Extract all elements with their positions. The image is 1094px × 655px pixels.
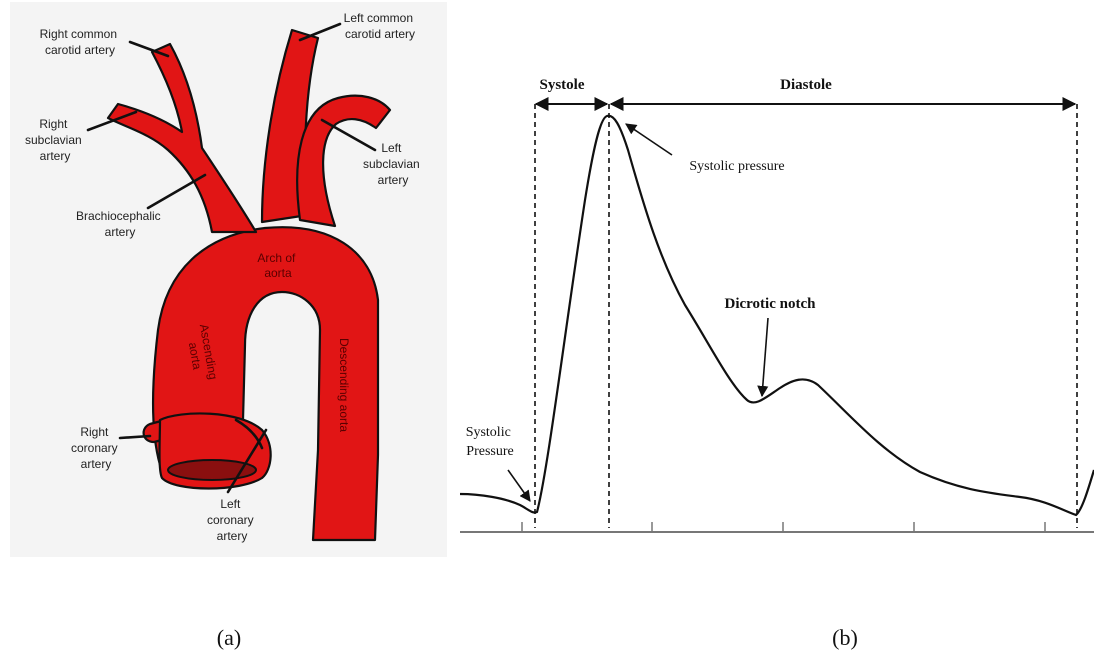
callout-dicrotic-notch xyxy=(762,318,768,396)
pressure-waveform xyxy=(460,116,1094,515)
callout-systolic-pressure xyxy=(626,124,672,155)
label-systolic-pressure-start: Systolic Pressure xyxy=(466,425,515,459)
callout-systolic-pressure-start xyxy=(508,470,530,501)
label-systole: Systole xyxy=(540,77,585,93)
label-systolic-pressure-peak: Systolic pressure xyxy=(689,159,784,174)
label-descending-aorta: Descending aorta xyxy=(337,338,351,432)
caption-a: (a) xyxy=(217,625,241,650)
label-diastole: Diastole xyxy=(780,77,832,93)
label-dicrotic-notch: Dicrotic notch xyxy=(725,296,817,312)
caption-b: (b) xyxy=(832,625,858,650)
panel-b-pressure-waveform: Systole Diastole Systolic pressure Dicro… xyxy=(460,77,1094,532)
panel-a-aorta-diagram: Right common carotid artery Left common … xyxy=(10,2,447,557)
